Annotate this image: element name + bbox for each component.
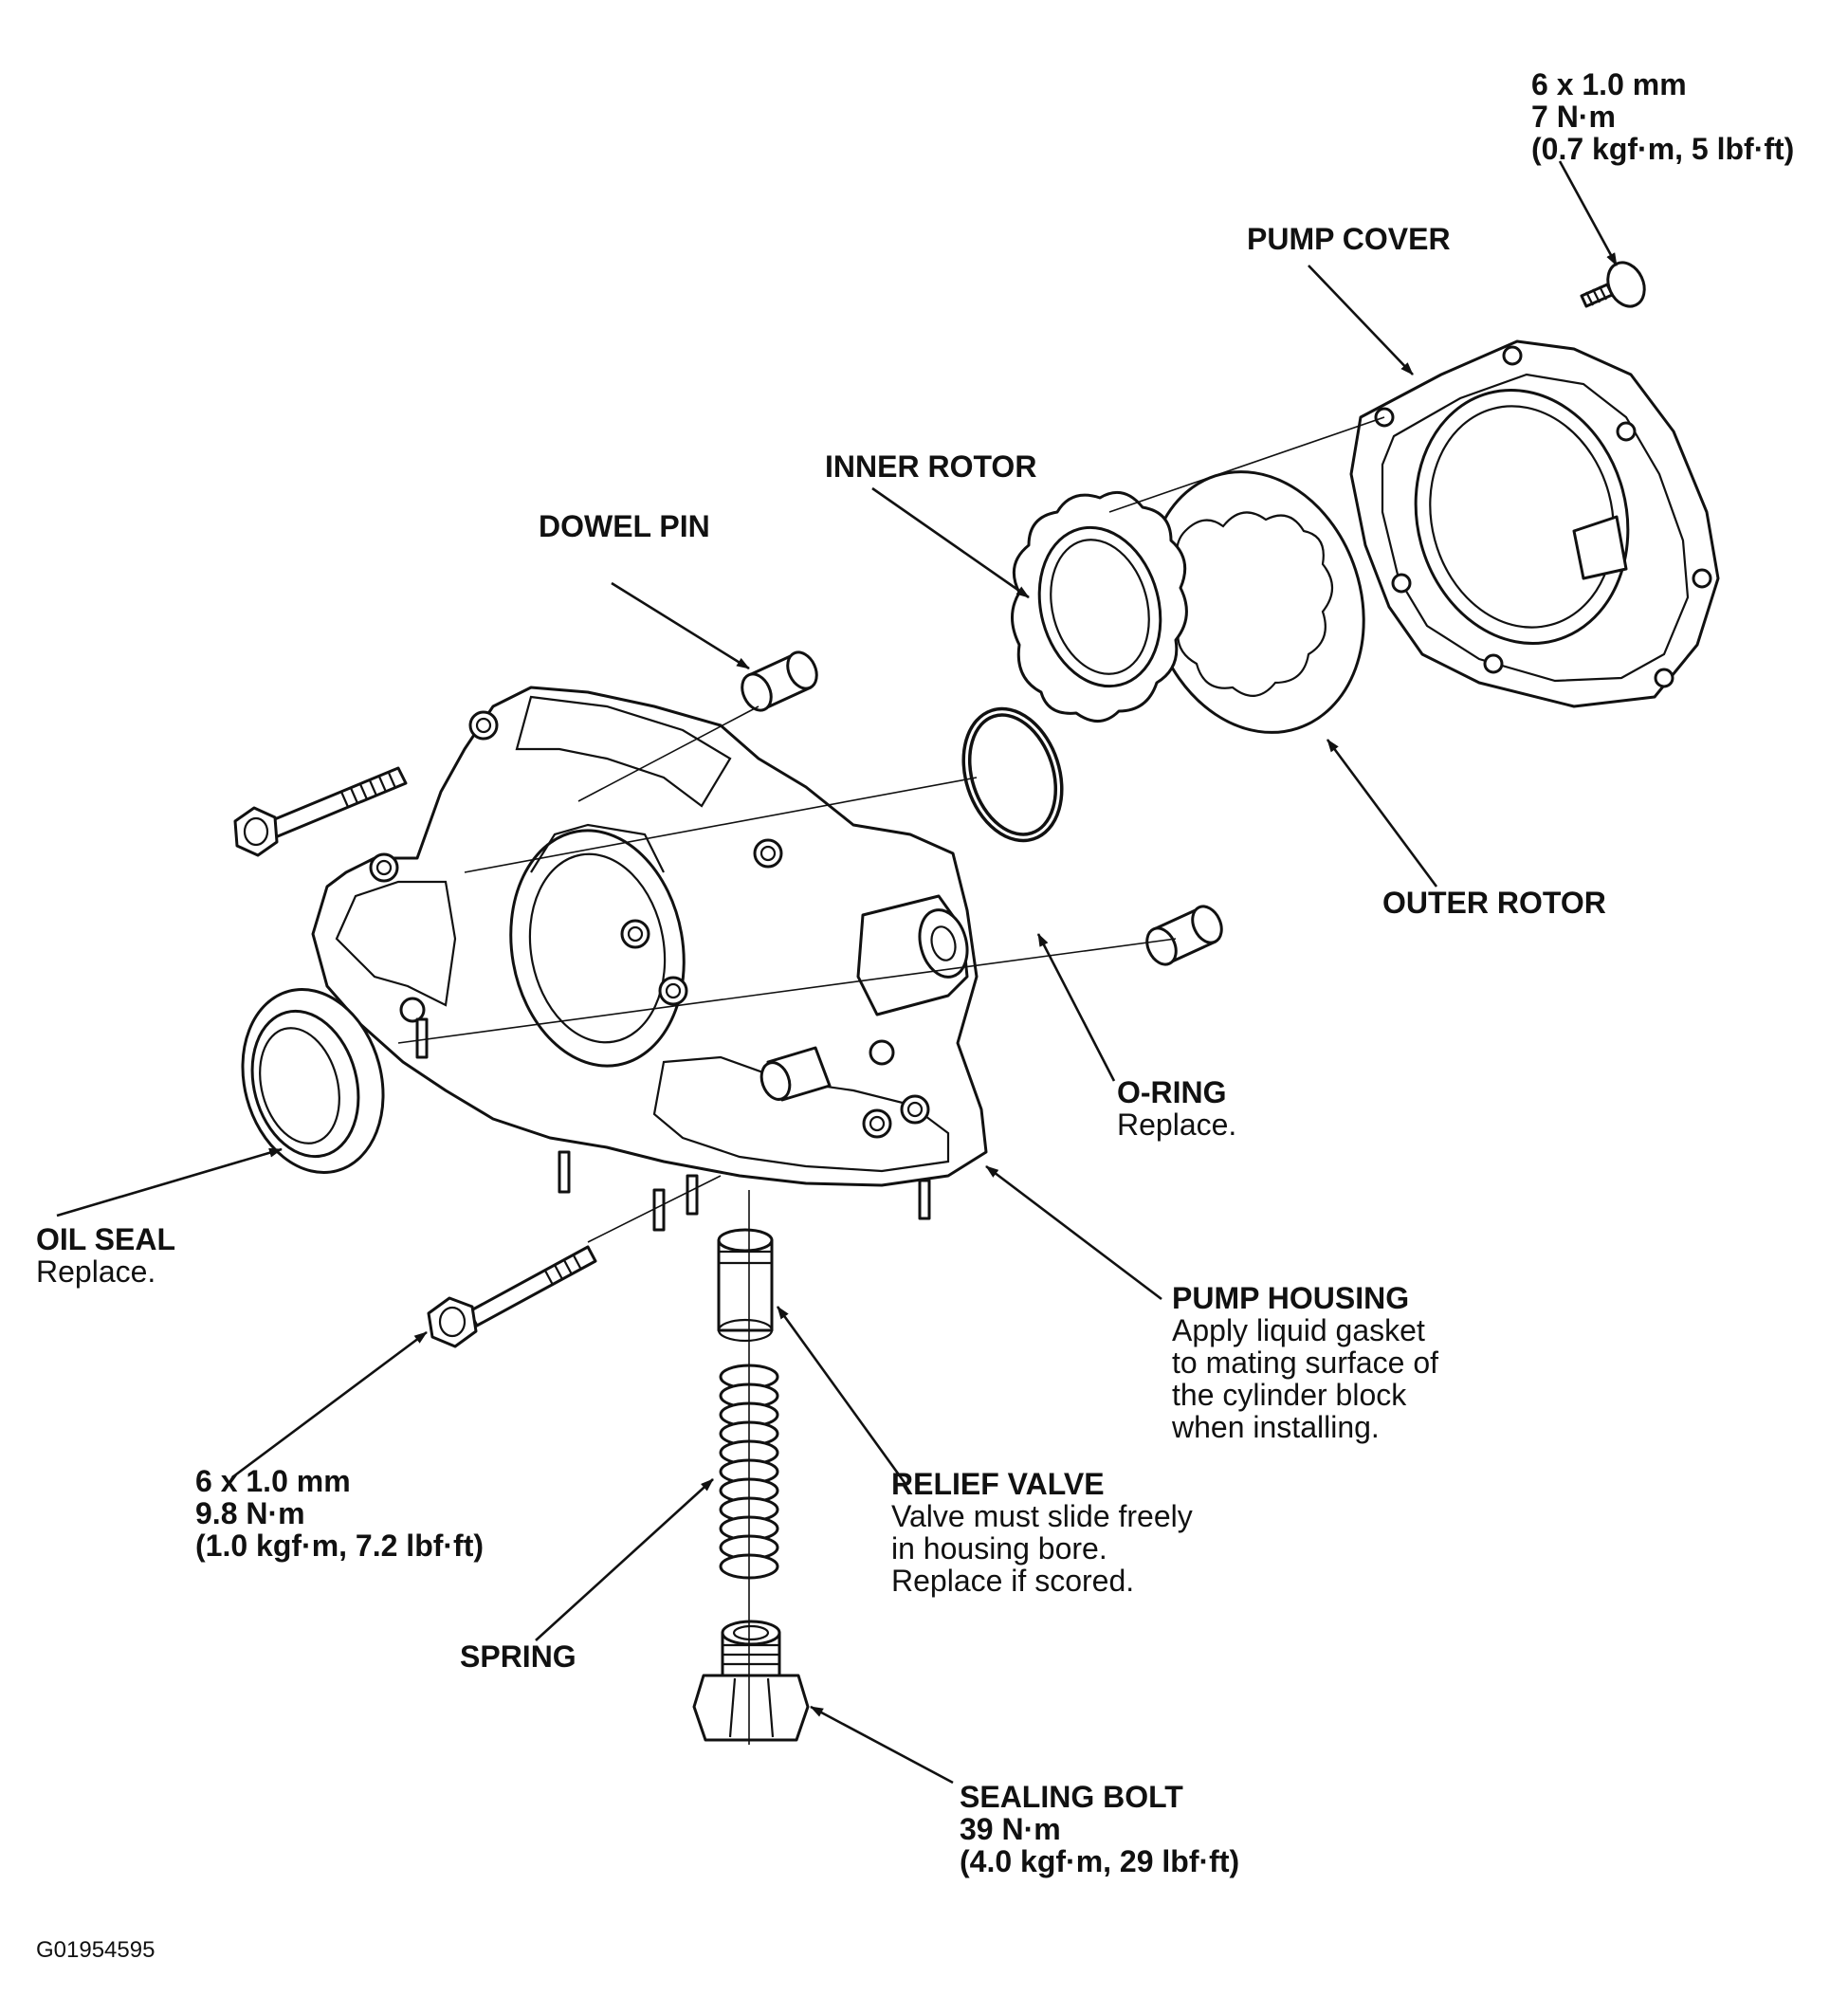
label-o-ring: O-RING Replace.: [1117, 1076, 1236, 1141]
oil-seal: [241, 988, 385, 1174]
bolt-top-torque-alt: (0.7 kgf·m, 5 lbf·ft): [1531, 132, 1795, 166]
figure-id-text: G01954595: [36, 1937, 156, 1963]
pump-housing-note-3: the cylinder block: [1172, 1378, 1407, 1412]
spring-title: SPRING: [460, 1639, 576, 1674]
pump-cover: [1349, 339, 1720, 708]
oil-seal-note: Replace.: [36, 1254, 156, 1289]
sealing-bolt-torque-alt: (4.0 kgf·m, 29 lbf·ft): [960, 1844, 1240, 1878]
pump-housing-title: PUMP HOUSING: [1172, 1281, 1410, 1315]
o-ring-title: O-RING: [1117, 1075, 1227, 1109]
relief-valve-title: RELIEF VALVE: [891, 1467, 1105, 1501]
label-spring: SPRING: [460, 1640, 576, 1673]
bolt-top-size: 6 x 1.0 mm: [1531, 67, 1687, 101]
pump-housing-note-4: when installing.: [1172, 1410, 1380, 1444]
figure-id: G01954595: [36, 1934, 155, 1967]
relief-valve-part: [717, 1228, 774, 1343]
label-dowel-pin: DOWEL PIN: [539, 510, 710, 542]
label-bolt-bottom: 6 x 1.0 mm 9.8 N·m (1.0 kgf·m, 7.2 lbf·f…: [195, 1465, 484, 1562]
pump-housing-note-1: Apply liquid gasket: [1172, 1313, 1425, 1347]
inner-rotor-title: INNER ROTOR: [825, 449, 1037, 484]
o-ring-note: Replace.: [1117, 1108, 1237, 1142]
bolt-bottom-size: 6 x 1.0 mm: [195, 1464, 351, 1498]
dowel-pin-right: [1145, 905, 1223, 966]
label-bolt-top: 6 x 1.0 mm 7 N·m (0.7 kgf·m, 5 lbf·ft): [1531, 68, 1794, 165]
assembly-axis-lines: [397, 416, 1385, 1745]
dowel-pin-top: [741, 650, 818, 712]
label-inner-rotor: INNER ROTOR: [825, 450, 1036, 483]
label-pump-cover: PUMP COVER: [1247, 223, 1451, 255]
relief-valve-note-1: Valve must slide freely: [891, 1499, 1193, 1533]
bolt-left: [233, 766, 408, 857]
pump-cover-title: PUMP COVER: [1247, 222, 1451, 256]
label-relief-valve: RELIEF VALVE Valve must slide freely in …: [891, 1468, 1193, 1597]
bolt-bottom: [427, 1245, 597, 1348]
oil-seal-title: OIL SEAL: [36, 1222, 175, 1256]
sealing-bolt-torque: 39 N·m: [960, 1812, 1061, 1846]
label-outer-rotor: OUTER ROTOR: [1382, 887, 1606, 919]
label-oil-seal: OIL SEAL Replace.: [36, 1223, 175, 1288]
sealing-bolt-title: SEALING BOLT: [960, 1780, 1183, 1814]
dowel-pin-title: DOWEL PIN: [539, 509, 710, 543]
bolt-bottom-torque: 9.8 N·m: [195, 1496, 305, 1530]
relief-valve-note-2: in housing bore.: [891, 1531, 1107, 1565]
bolt-bottom-torque-alt: (1.0 kgf·m, 7.2 lbf·ft): [195, 1529, 485, 1563]
leader-lines: [56, 160, 1619, 1785]
label-sealing-bolt: SEALING BOLT 39 N·m (4.0 kgf·m, 29 lbf·f…: [960, 1781, 1239, 1877]
pump-housing: [311, 686, 988, 1232]
bolt-top-torque: 7 N·m: [1531, 100, 1616, 134]
outer-rotor-title: OUTER ROTOR: [1382, 886, 1606, 920]
sealing-bolt-part: [692, 1620, 810, 1742]
bolt-top: [1580, 261, 1646, 308]
label-pump-housing: PUMP HOUSING Apply liquid gasket to mati…: [1172, 1282, 1438, 1443]
pump-housing-note-2: to mating surface of: [1172, 1346, 1439, 1380]
relief-valve-note-3: Replace if scored.: [891, 1564, 1135, 1598]
inner-rotor: [1011, 490, 1188, 723]
o-ring: [961, 706, 1064, 843]
